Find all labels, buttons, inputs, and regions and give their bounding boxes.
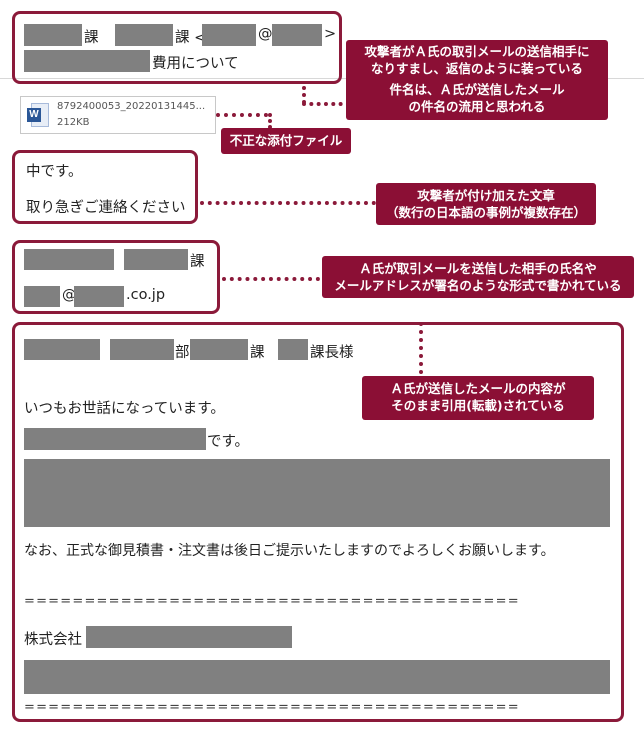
header-dept-suffix-2: 課 < [175,30,207,46]
intro-line-2: 取り急ぎご連絡ください [26,200,186,216]
redacted-quote-sender [24,428,206,450]
redacted-subject [24,50,150,72]
redacted-sig-name [24,249,114,270]
quote-separator-2: ========================================… [24,700,520,715]
intro-line-1: 中です。 [26,164,83,180]
attachment-size: 212KB [57,117,90,128]
redacted-quote-company-name [86,626,292,648]
callout-spoofed-reply: 攻撃者がＡ氏の取引メールの送信相手に なりすまし、返信のように装っている 件名は… [346,40,608,120]
connector-1-vertical [302,86,306,104]
sig-domain-suffix: .co.jp [126,287,166,303]
quote-desu: です。 [207,434,250,450]
callout-added-text: 攻撃者が付け加えた文章 （数行の日本語の事例が複数存在） [376,183,596,225]
redacted-sender-name [24,24,82,46]
redacted-quote-signature [24,660,610,694]
quote-bu-suffix: 部 [175,345,190,361]
redacted-quote-company [24,339,100,360]
quote-ka-suffix: 課 [250,345,265,361]
header-divider [0,78,644,79]
intro-highlight-box [12,150,198,224]
header-dept-suffix-1: 課 [84,30,99,46]
connector-3 [200,201,376,205]
subject-suffix: 費用について [152,56,239,72]
redacted-quote-ka [190,339,248,360]
redacted-quote-body [24,459,610,527]
header-highlight-box [12,11,342,84]
header-at: @ [258,26,273,42]
sig-at: @ [62,287,77,303]
quote-notice: なお、正式な御見積書・注文書は後日ご提示いたしますのでよろしくお願いします。 [24,543,555,559]
sig-dept-suffix: 課 [190,254,205,270]
quote-title: 課長様 [310,345,354,361]
quote-separator-1: ========================================… [24,594,520,609]
callout-quoted-content: Ａ氏が送信したメールの内容が そのまま引用(転載)されている [362,376,594,420]
redacted-sender-dept [115,24,173,46]
connector-1-horizontal [302,102,350,106]
word-document-icon: W [27,103,49,127]
quoted-highlight-box [12,322,624,722]
connector-4 [222,277,320,281]
quote-company-prefix: 株式会社 [24,632,82,648]
word-icon-letter: W [27,108,41,122]
redacted-email-domain [272,24,322,46]
signature-highlight-box [12,240,220,314]
callout-malicious-attachment: 不正な添付ファイル [221,128,351,154]
connector-2-horizontal [216,113,268,117]
redacted-quote-person [278,339,308,360]
attachment-chip[interactable]: W 8792400053_20220131445... 212KB [20,96,216,134]
connector-5 [419,322,423,374]
redacted-sig-email-user [24,286,60,307]
redacted-email-user [202,24,256,46]
header-close-bracket: > [324,26,337,42]
quote-greeting: いつもお世話になっています。 [24,401,225,417]
redacted-sig-dept [124,249,188,270]
redacted-quote-bu [110,339,174,360]
callout-signature-format: Ａ氏が取引メールを送信した相手の氏名や メールアドレスが署名のような形式で書かれ… [322,256,634,298]
connector-2-vertical [268,113,272,129]
attachment-filename: 8792400053_20220131445... [57,101,206,112]
redacted-sig-email-domain [74,286,124,307]
